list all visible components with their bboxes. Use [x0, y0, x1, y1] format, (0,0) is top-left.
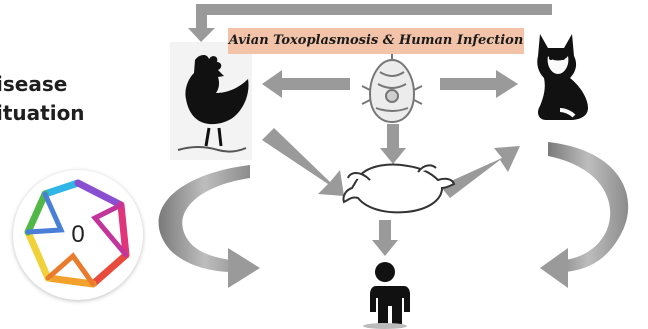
arrow-meat-to-human: [372, 220, 398, 256]
right-curved-arrow: [540, 142, 628, 288]
parasite-icon: [362, 54, 422, 122]
human-icon: [363, 262, 410, 329]
badge-count: 0: [13, 170, 143, 300]
left-curved-arrow: [159, 165, 260, 288]
raw-chicken-icon: [343, 165, 454, 213]
arrow-parasite-to-cat: [440, 70, 518, 98]
arrow-parasite-to-meat: [380, 124, 406, 164]
cat-icon: [537, 34, 588, 120]
diagram-title: Avian Toxoplasmosis & Human Infection: [228, 28, 524, 54]
arrow-meat-to-cat: [440, 146, 520, 198]
arrow-chicken-to-meat: [262, 128, 344, 196]
chicken-icon: [170, 42, 252, 160]
score-badge[interactable]: 0: [13, 170, 143, 300]
arrow-parasite-to-chicken: [262, 70, 350, 98]
